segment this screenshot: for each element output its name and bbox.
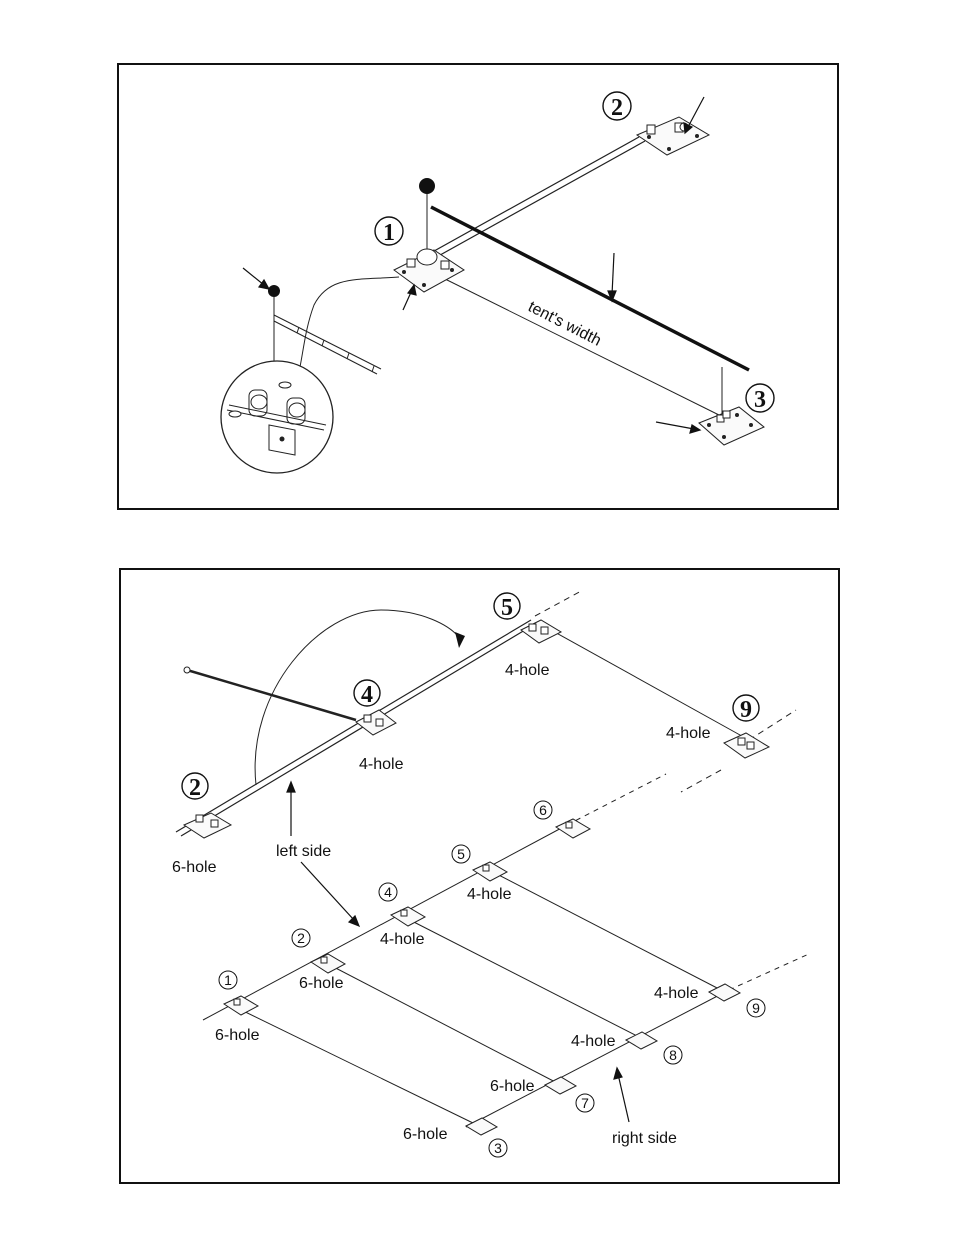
left-side-label: left side bbox=[276, 843, 331, 860]
rail-1-to-2 bbox=[409, 137, 645, 269]
lower-marker-1: 1 bbox=[219, 971, 237, 989]
lower-left-edge bbox=[203, 774, 666, 1020]
upper-label-4hole-c: 4-hole bbox=[666, 725, 711, 742]
lower-marker-7: 7 bbox=[576, 1094, 594, 1112]
top-diagram-svg: 1 2 3 tent's width bbox=[119, 65, 841, 512]
svg-text:4: 4 bbox=[384, 884, 392, 900]
lower-plate-3 bbox=[466, 1118, 497, 1135]
lower-right-label-8: 4-hole bbox=[571, 1033, 616, 1050]
lower-left-label-1: 6-hole bbox=[215, 1027, 260, 1044]
lower-left-label-2: 6-hole bbox=[299, 975, 344, 992]
right-side-arrow bbox=[614, 1068, 629, 1122]
lower-marker-8: 8 bbox=[664, 1046, 682, 1064]
lower-plate-6 bbox=[556, 819, 590, 838]
svg-text:3: 3 bbox=[494, 1140, 502, 1156]
svg-text:9: 9 bbox=[752, 1000, 760, 1016]
lower-marker-9: 9 bbox=[747, 999, 765, 1017]
upper-rail-dashed bbox=[535, 590, 583, 616]
upper-marker-4: 4 bbox=[354, 680, 380, 708]
upper-plate-2 bbox=[184, 813, 231, 838]
svg-text:5: 5 bbox=[457, 846, 465, 862]
lower-right-label-7: 6-hole bbox=[490, 1078, 535, 1095]
upper-rail-2-to-5 bbox=[176, 620, 535, 836]
upper-label-4hole-b: 4-hole bbox=[505, 662, 550, 679]
lower-left-label-4: 4-hole bbox=[380, 931, 425, 948]
upper-marker-5: 5 bbox=[494, 593, 520, 621]
lower-marker-4: 4 bbox=[379, 883, 397, 901]
svg-text:6: 6 bbox=[539, 802, 547, 818]
lower-marker-6: 6 bbox=[534, 801, 552, 819]
lower-right-label-9: 4-hole bbox=[654, 985, 699, 1002]
upper-width-line bbox=[551, 630, 749, 740]
svg-text:2: 2 bbox=[611, 95, 623, 121]
upper-label-6hole: 6-hole bbox=[172, 859, 217, 876]
marker-3: 3 bbox=[746, 384, 774, 413]
lower-plate-4 bbox=[391, 907, 425, 926]
lower-marker-3: 3 bbox=[489, 1139, 507, 1157]
svg-text:4: 4 bbox=[361, 682, 373, 708]
lower-plate-8 bbox=[626, 1032, 657, 1049]
lower-plate-5 bbox=[473, 862, 507, 881]
top-diagram-panel: 1 2 3 tent's width bbox=[117, 63, 839, 510]
tent-width-line bbox=[437, 275, 719, 415]
plumb-bob-left bbox=[268, 285, 280, 297]
svg-text:9: 9 bbox=[740, 697, 752, 723]
base-plate-1 bbox=[394, 249, 464, 292]
marker-1: 1 bbox=[375, 217, 403, 246]
svg-text:5: 5 bbox=[501, 595, 513, 621]
svg-text:1: 1 bbox=[383, 220, 395, 246]
upper-plate-5 bbox=[521, 620, 561, 643]
upper-marker-9: 9 bbox=[733, 695, 759, 723]
right-side-label: right side bbox=[612, 1130, 677, 1147]
upper-label-4hole-a: 4-hole bbox=[359, 756, 404, 773]
lower-marker-5: 5 bbox=[452, 845, 470, 863]
svg-text:1: 1 bbox=[224, 972, 232, 988]
svg-text:3: 3 bbox=[754, 387, 766, 413]
bottom-diagram-panel: 2 4 5 9 6-hole 4-hole 4-hole 4-hole left… bbox=[119, 568, 840, 1184]
detail-magnifier bbox=[221, 361, 333, 473]
plumb-bob-top bbox=[419, 178, 435, 194]
base-plate-2 bbox=[637, 117, 709, 155]
upper-plate-9 bbox=[724, 733, 769, 758]
lower-left-label-5: 4-hole bbox=[467, 886, 512, 903]
svg-text:8: 8 bbox=[669, 1047, 677, 1063]
svg-text:2: 2 bbox=[189, 775, 201, 801]
svg-text:2: 2 bbox=[297, 930, 305, 946]
lower-right-label-3: 6-hole bbox=[403, 1126, 448, 1143]
marker-2: 2 bbox=[603, 92, 631, 121]
bottom-diagram-svg: 2 4 5 9 6-hole 4-hole 4-hole 4-hole left… bbox=[121, 570, 842, 1186]
tent-width-label: tent's width bbox=[525, 298, 604, 349]
lower-marker-2: 2 bbox=[292, 929, 310, 947]
svg-text:7: 7 bbox=[581, 1095, 589, 1111]
upper-plate-4 bbox=[356, 710, 396, 735]
lower-cross-lines bbox=[231, 870, 721, 1123]
lower-plate-1 bbox=[224, 996, 258, 1015]
upper-marker-2: 2 bbox=[182, 773, 208, 801]
